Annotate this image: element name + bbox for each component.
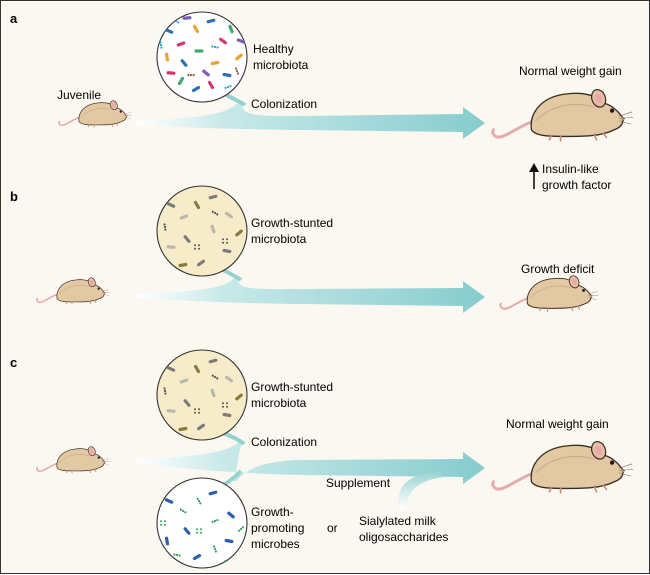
panel-c: c: [10, 349, 635, 569]
stunted-stream-c: [222, 431, 246, 446]
growth-promoting-label-line1: Growth-: [251, 505, 294, 519]
panel-c-letter: c: [10, 355, 17, 370]
juvenile-label: Juvenile: [57, 88, 101, 102]
rescue-arrow: [136, 441, 485, 484]
stunted-microbiota-label-line2: microbiota: [251, 396, 307, 410]
sialylated-milk-label-line1: Sialylated milk: [359, 514, 437, 528]
growth-promoting-label-line2: promoting: [251, 521, 304, 535]
stunted-microbiota-label-line2: microbiota: [251, 232, 307, 246]
adult-mouse-icon: [491, 438, 635, 495]
supplement-label: Supplement: [326, 476, 391, 490]
stunted-microbiota-dish-icon: [156, 185, 248, 277]
deficit-arrow: [136, 277, 485, 313]
or-label: or: [327, 521, 338, 535]
growth-deficit-label: Growth deficit: [521, 262, 595, 276]
stunted-microbiota-label-line1: Growth-stunted: [251, 380, 333, 394]
panel-b-letter: b: [10, 189, 18, 204]
juvenile-mouse-icon: [36, 275, 111, 306]
panel-b: b: [10, 185, 600, 313]
igf-label-line1: Insulin-like: [542, 162, 599, 176]
colonization-label: Colonization: [251, 97, 317, 111]
colonization-arrow: [136, 101, 485, 139]
healthy-microbiota-label-line1: Healthy: [253, 42, 294, 56]
stunted-microbiota-label-line1: Growth-stunted: [251, 216, 333, 230]
growth-promoting-label-line3: microbes: [251, 537, 300, 551]
normal-weight-gain-label: Normal weight gain: [519, 64, 622, 78]
stunted-microbiota-dish-icon: [156, 349, 248, 441]
colonization-label: Colonization: [251, 435, 317, 449]
healthy-microbiota-dish-icon: [156, 11, 248, 103]
igf-label-line2: growth factor: [542, 178, 611, 192]
small-adult-mouse-icon: [499, 273, 600, 313]
up-arrow-icon: [529, 163, 539, 189]
juvenile-mouse-icon: [58, 98, 133, 129]
sialylated-milk-label-line2: oligosaccharides: [359, 530, 448, 544]
growth-promoting-microbes-dish-icon: [156, 477, 248, 569]
panel-a-letter: a: [10, 11, 18, 26]
panel-a: a Juvenile: [10, 11, 635, 192]
healthy-microbiota-label-line2: microbiota: [253, 58, 309, 72]
normal-weight-gain-label: Normal weight gain: [506, 417, 609, 431]
adult-mouse-icon: [491, 86, 635, 143]
supplement-arrow: [398, 471, 443, 509]
juvenile-mouse-icon: [36, 444, 111, 475]
